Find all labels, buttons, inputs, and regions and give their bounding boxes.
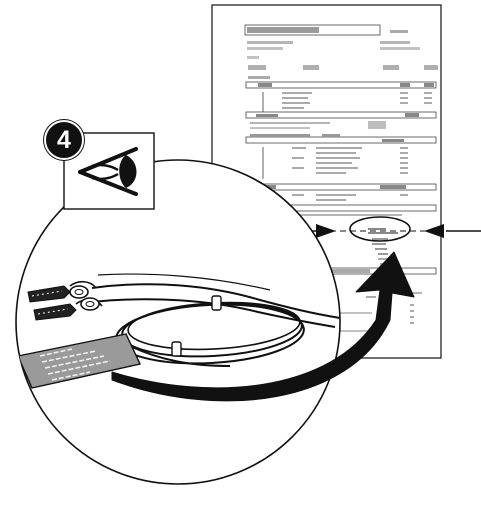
connector-lug xyxy=(33,297,103,321)
reading-area xyxy=(320,216,440,265)
sheet-table-3 xyxy=(245,134,437,179)
thermocouple-sensor xyxy=(17,273,340,389)
arrow-right-icon xyxy=(316,224,336,238)
step-number-badge: 4 xyxy=(44,120,84,160)
eye-icon xyxy=(78,147,138,196)
arrow-left-icon xyxy=(424,224,444,238)
curved-arrow-icon xyxy=(111,251,415,402)
sheet-table-1 xyxy=(245,81,437,112)
magnifier-circle xyxy=(15,159,341,485)
sheet-table-2 xyxy=(245,111,437,129)
sensor-label-plate xyxy=(17,333,142,389)
connector-lug xyxy=(27,280,97,303)
eye-icon-box xyxy=(63,132,155,210)
highlight-ellipse xyxy=(349,216,411,242)
